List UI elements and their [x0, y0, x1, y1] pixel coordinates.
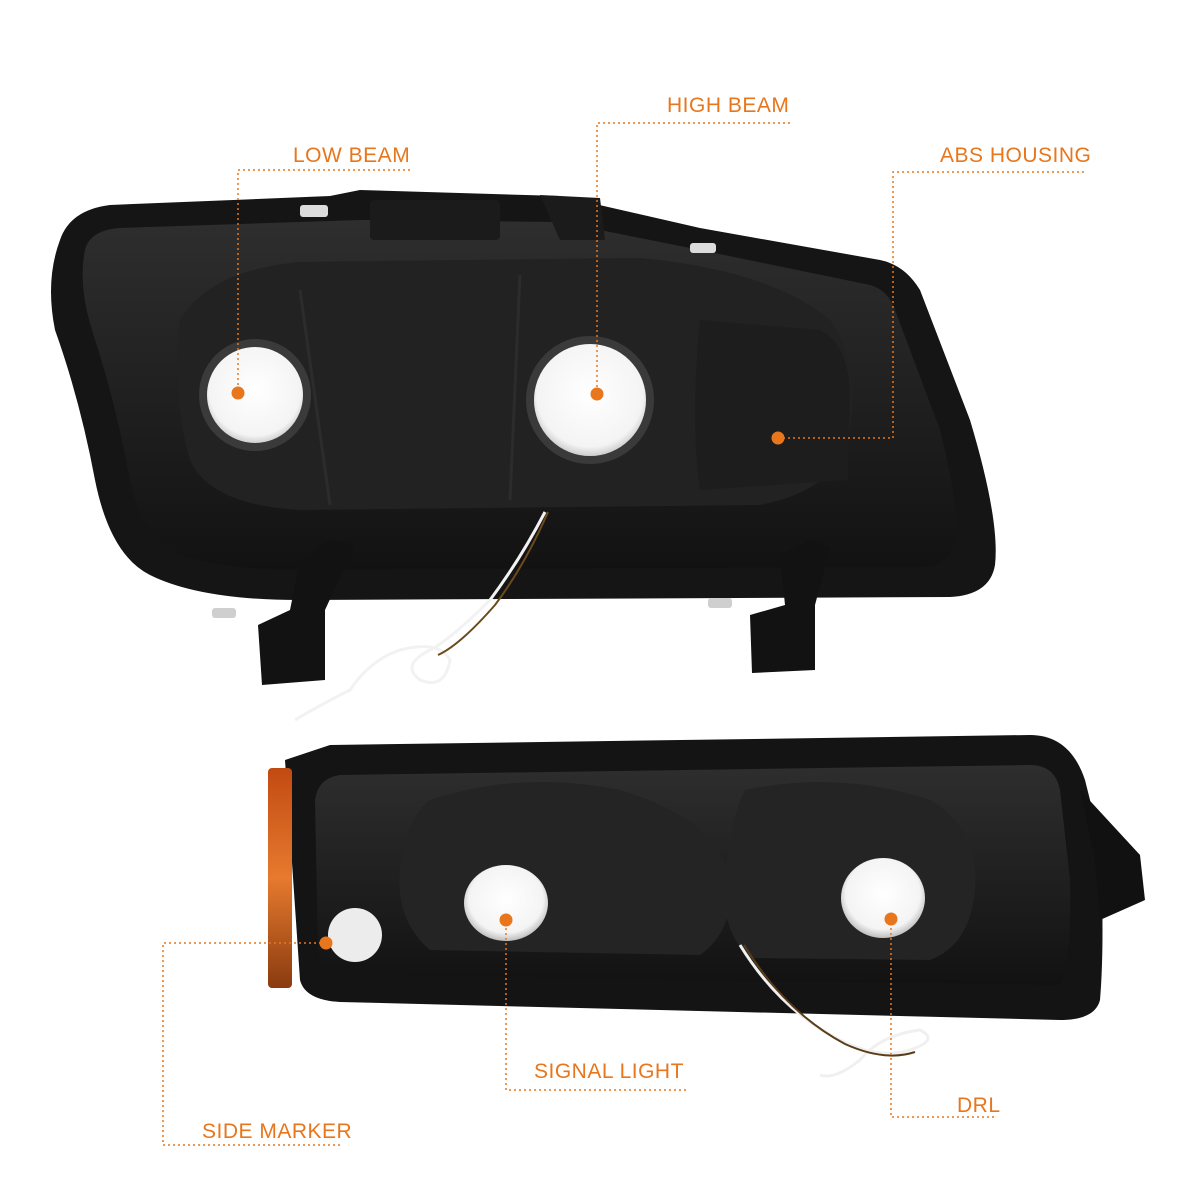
- high-beam-label: HIGH BEAM: [667, 94, 790, 117]
- drl-marker-dot: [884, 912, 898, 926]
- low-beam-label: LOW BEAM: [293, 144, 411, 167]
- signal-light-marker-dot: [499, 913, 513, 927]
- side-marker-marker-dot: [319, 936, 333, 950]
- high-beam-marker-dot: [590, 387, 604, 401]
- abs-housing-label: ABS HOUSING: [940, 144, 1092, 167]
- bumper-light-housing: [268, 735, 1145, 1078]
- low-beam-marker-dot: [231, 386, 245, 400]
- leader-lines: [162, 122, 1087, 1146]
- drl-label: DRL: [957, 1094, 1001, 1117]
- signal-light-label: SIGNAL LIGHT: [534, 1060, 684, 1083]
- side-marker-label: SIDE MARKER: [202, 1120, 353, 1143]
- abs-housing-marker-dot: [771, 431, 785, 445]
- headlight-housing: [51, 190, 996, 722]
